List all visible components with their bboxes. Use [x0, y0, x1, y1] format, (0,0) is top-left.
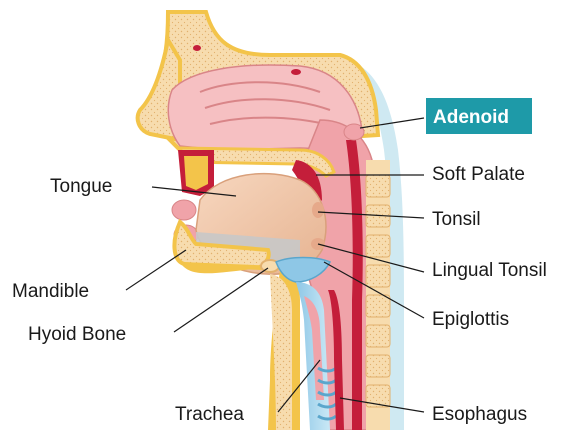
tonsil — [312, 202, 324, 218]
label-tongue: Tongue — [50, 176, 112, 197]
label-esophagus: Esophagus — [432, 404, 527, 425]
adenoid — [344, 124, 364, 140]
spine — [366, 160, 390, 430]
leader-mandible — [126, 250, 186, 290]
label-epiglottis: Epiglottis — [432, 309, 509, 330]
label-trachea: Trachea — [175, 404, 244, 425]
upper-lip — [172, 200, 196, 220]
sinus-dot — [291, 69, 301, 75]
leader-hyoid — [174, 268, 268, 332]
upper-gum — [184, 156, 208, 190]
label-tonsil: Tonsil — [432, 209, 481, 230]
sinus-dot — [193, 45, 201, 51]
label-lingual-tonsil: Lingual Tonsil — [432, 260, 547, 281]
label-hyoid-bone: Hyoid Bone — [28, 324, 126, 345]
label-adenoid: Adenoid — [433, 107, 509, 128]
label-soft-palate: Soft Palate — [432, 164, 525, 185]
label-mandible: Mandible — [12, 281, 89, 302]
